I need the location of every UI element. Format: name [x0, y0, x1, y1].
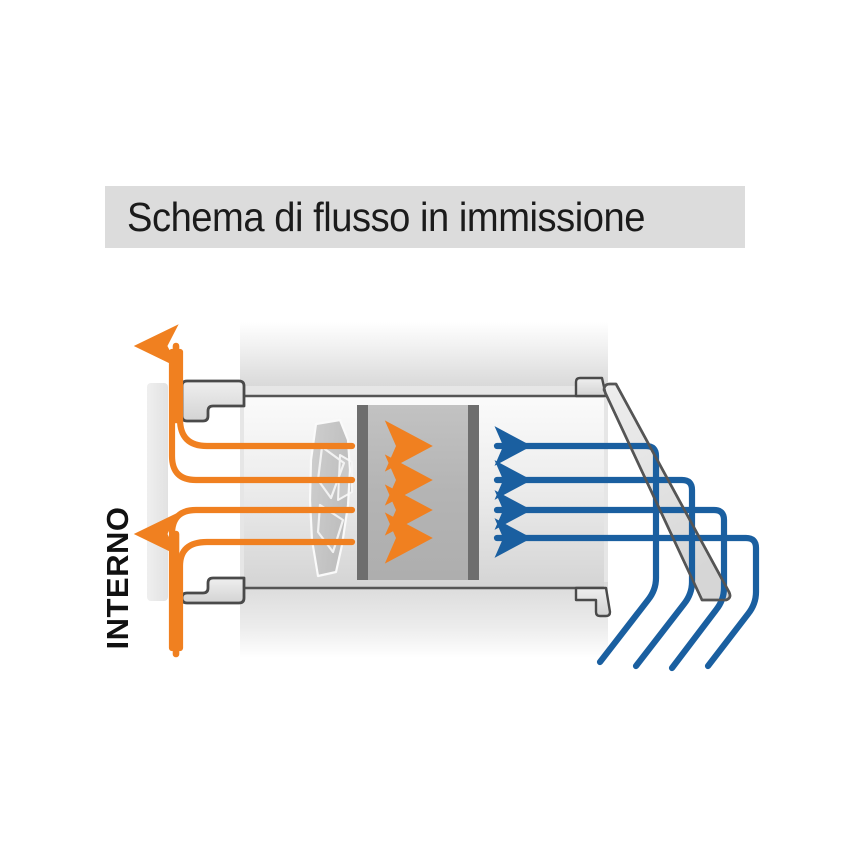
exchanger-bar-right: [468, 405, 479, 580]
exchanger-bar-left: [357, 405, 368, 580]
interior-grille-panel: [147, 383, 168, 601]
interno-label: INTERNO: [96, 498, 140, 658]
housing-flange-top-left: [180, 379, 246, 423]
wall-section: [602, 382, 732, 602]
wall-section-overlay-edge: [602, 382, 732, 602]
interno-label-text: INTERNO: [100, 506, 135, 650]
flow-supply-orange: [133, 324, 356, 658]
housing-flange-top-right: [574, 376, 608, 398]
housing-flange-bottom-left: [180, 576, 246, 605]
flow-exchanger-gradient: [384, 420, 469, 564]
title-banner: Schema di flusso in immissione: [105, 186, 745, 248]
heat-exchanger-core: [357, 405, 479, 580]
housing-flange-bottom-right: [574, 586, 612, 618]
page-title: Schema di flusso in immissione: [127, 193, 645, 240]
